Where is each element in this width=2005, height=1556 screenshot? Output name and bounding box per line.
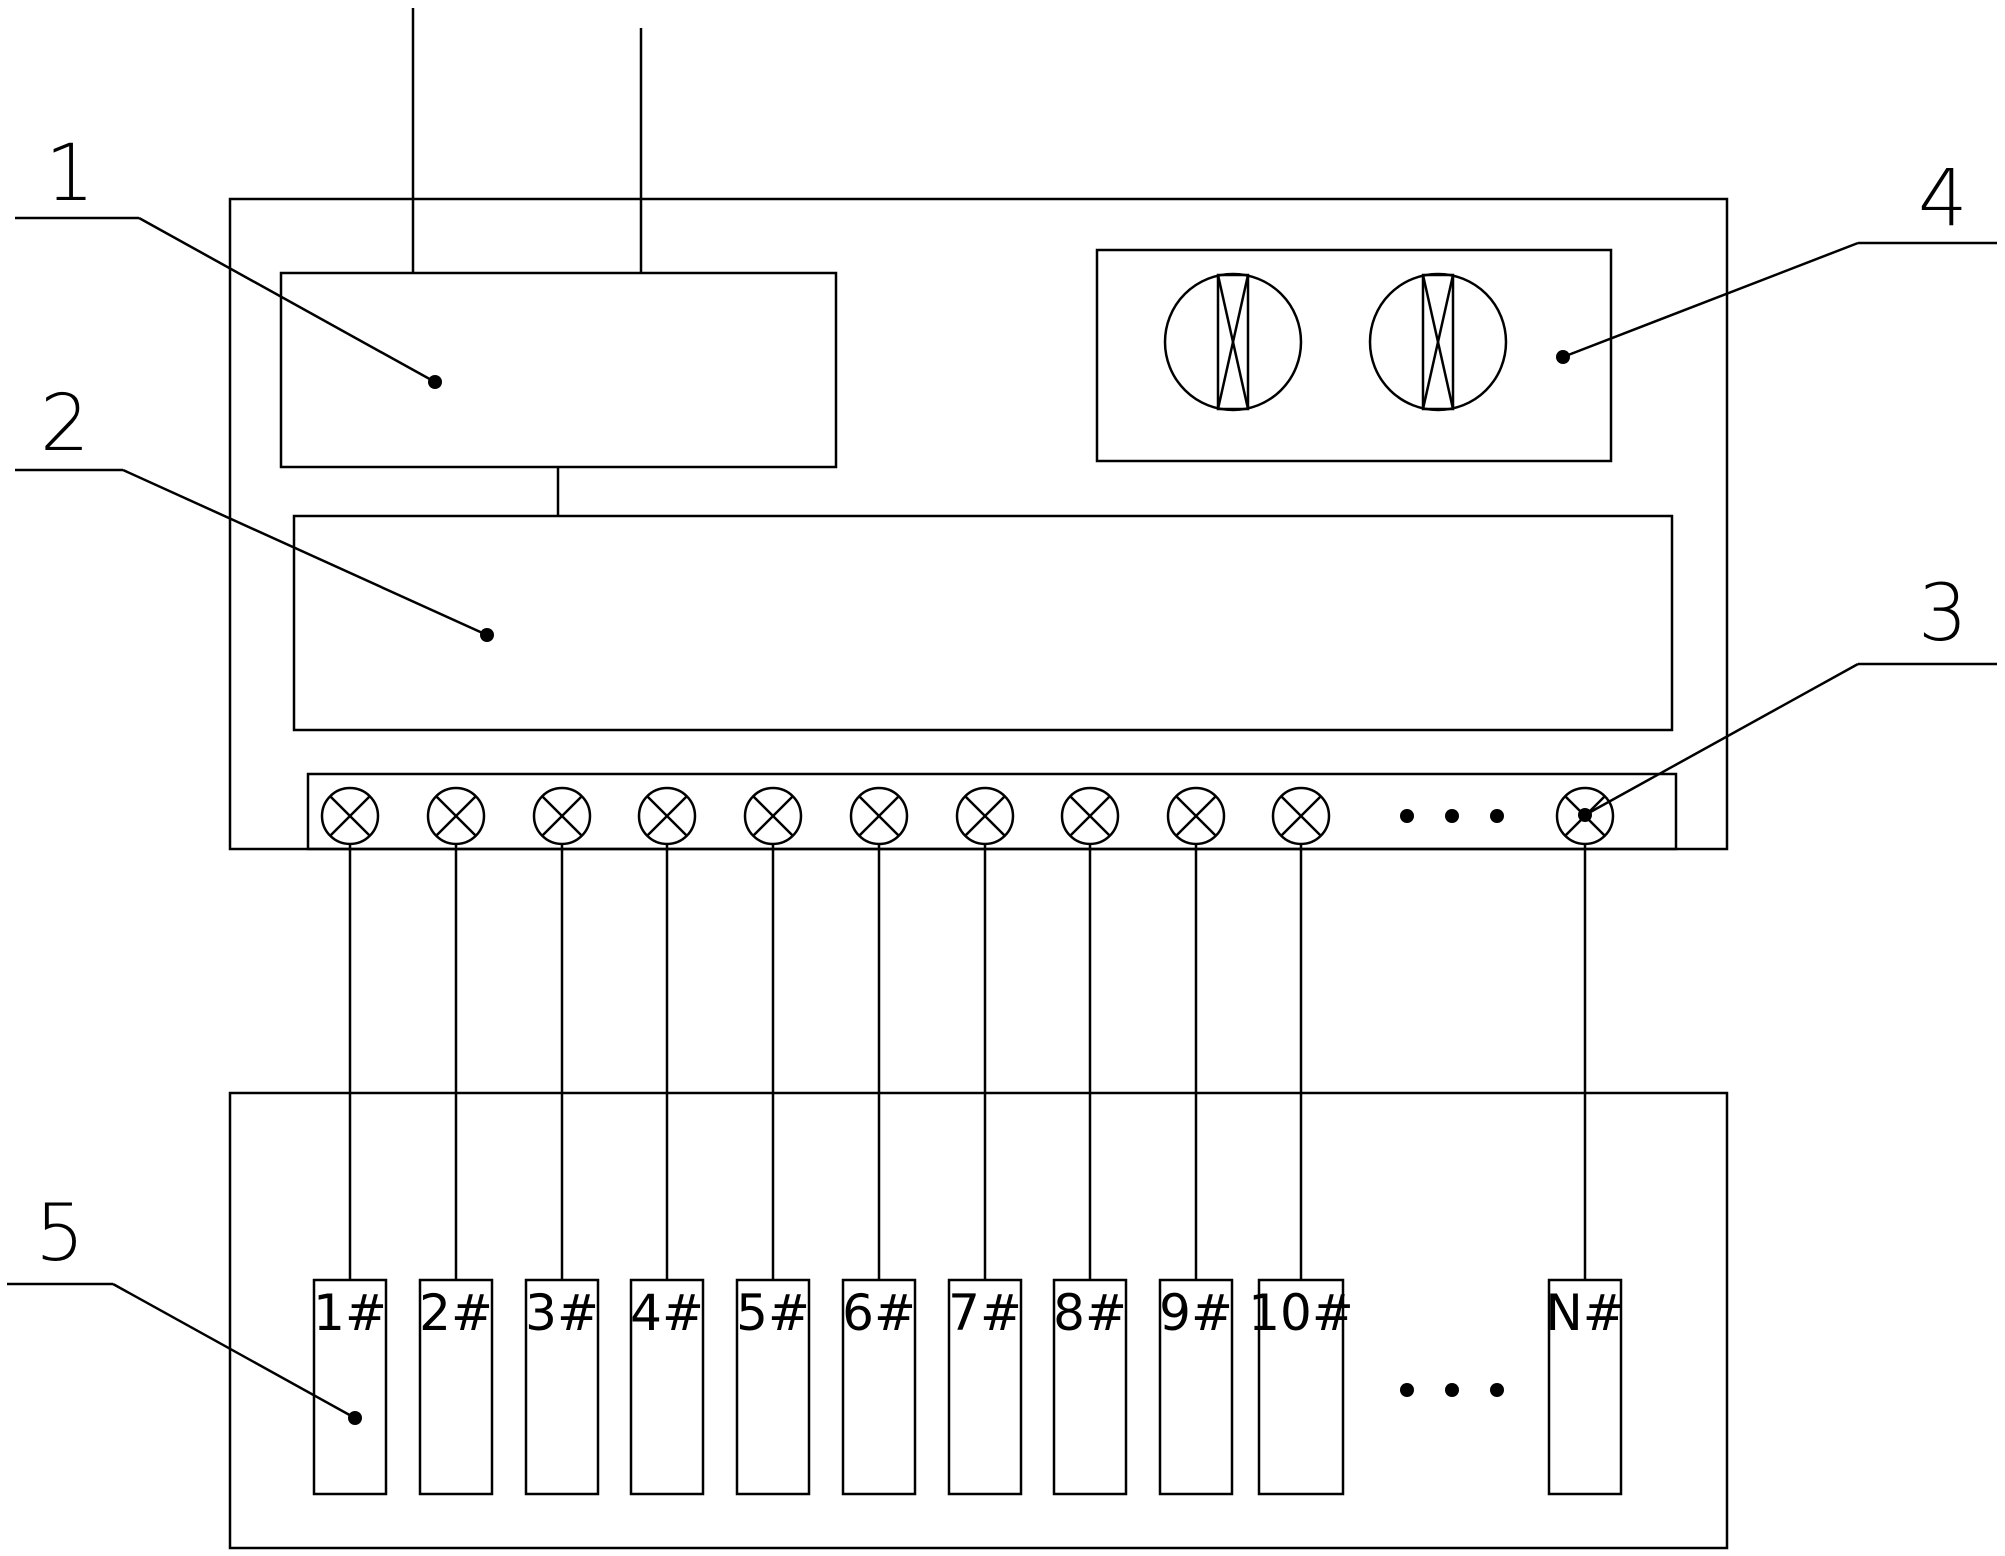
slot-1: 1#: [312, 1278, 388, 1496]
callout-2: 2: [40, 379, 90, 469]
slot-label-6: 6#: [842, 1284, 916, 1342]
slot-3: 3#: [524, 1278, 600, 1496]
leader-5: [7, 1282, 362, 1425]
slot-label-4: 4#: [630, 1284, 704, 1342]
callout-1: 1: [45, 129, 95, 219]
indicator-lamp-1: [1163, 272, 1303, 412]
slot-label-10: 10#: [1248, 1284, 1354, 1342]
slot-4: 4#: [629, 1278, 705, 1496]
slot-label-7: 7#: [948, 1284, 1022, 1342]
slot-8: 8#: [1052, 1278, 1128, 1496]
slot-label-9: 9#: [1159, 1284, 1233, 1342]
leader-2: [15, 468, 494, 642]
module-4-box: [1095, 248, 1613, 463]
slot-7: 7#: [947, 1278, 1023, 1496]
terminal-ellipsis-dots: [1400, 809, 1504, 823]
slot-6: 6#: [841, 1278, 917, 1496]
slot-group: 1# 2# 3# 4# 5# 6# 7# 8# 9# 10# N#: [312, 1278, 1625, 1496]
slot-9: 9#: [1158, 1278, 1234, 1496]
slot-ellipsis-dots: [1400, 1383, 1504, 1397]
terminal-strip: [306, 772, 1678, 851]
slot-10: 10#: [1248, 1278, 1354, 1496]
terminal-10: [1271, 786, 1331, 846]
wire-group: [348, 844, 1587, 1280]
terminal-8: [1060, 786, 1120, 846]
module-1-box: [279, 271, 838, 469]
indicator-lamp-2: [1368, 272, 1508, 412]
slot-label-5: 5#: [736, 1284, 810, 1342]
terminal-5: [743, 786, 803, 846]
terminal-1: [320, 786, 380, 846]
terminal-3: [532, 786, 592, 846]
leader-3: [1578, 662, 1997, 822]
callout-5: 5: [35, 1189, 85, 1279]
terminal-4: [637, 786, 697, 846]
slot-5: 5#: [735, 1278, 811, 1496]
slot-11: N#: [1545, 1278, 1625, 1496]
terminal-6: [849, 786, 909, 846]
callout-3: 3: [1918, 569, 1968, 659]
slot-2: 2#: [418, 1278, 494, 1496]
module-2-box: [292, 514, 1674, 732]
slot-label-2: 2#: [419, 1284, 493, 1342]
slot-label-1: 1#: [313, 1284, 387, 1342]
main-enclosure: [228, 197, 1729, 851]
terminal-7: [955, 786, 1015, 846]
leader-4: [1556, 241, 1997, 364]
slot-label-8: 8#: [1053, 1284, 1127, 1342]
callout-4: 4: [1918, 154, 1968, 244]
terminal-2: [426, 786, 486, 846]
slot-label-11: N#: [1545, 1284, 1624, 1342]
leader-1: [15, 216, 442, 389]
terminal-group: [320, 786, 1615, 846]
terminal-9: [1166, 786, 1226, 846]
lower-enclosure: [228, 1091, 1729, 1550]
slot-label-3: 3#: [525, 1284, 599, 1342]
